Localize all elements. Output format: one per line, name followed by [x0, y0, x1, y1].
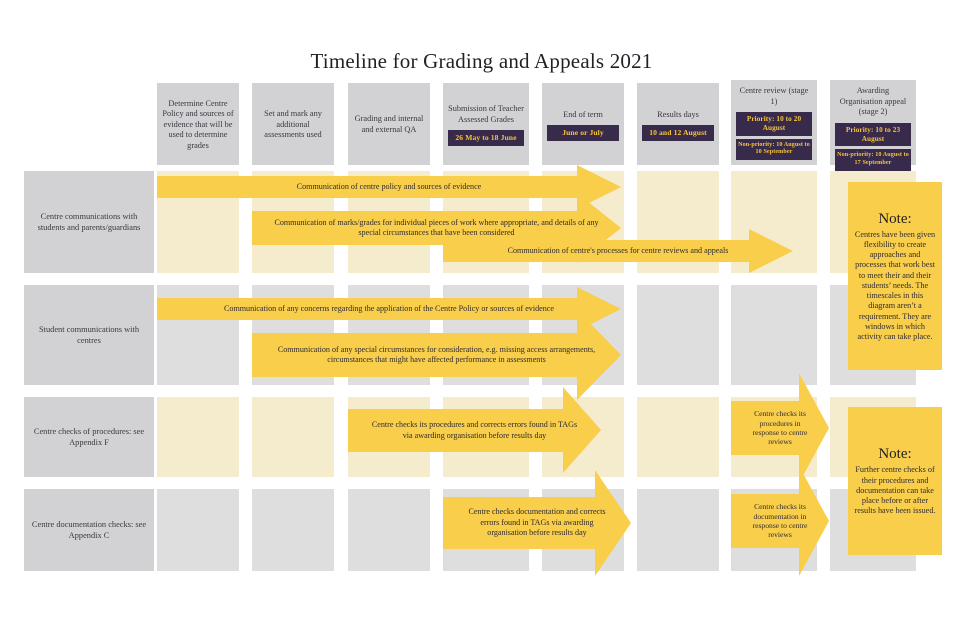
arrow-head	[749, 229, 793, 273]
cell-r3-c0	[157, 489, 239, 571]
column-header-label: Awarding Organisation appeal (stage 2)	[839, 86, 907, 117]
row-label-text: Centre checks of procedures: see Appendi…	[33, 427, 145, 447]
page-title: Timeline for Grading and Appeals 2021	[310, 49, 653, 73]
arrow-body	[157, 298, 577, 320]
cell-r2-c5	[637, 397, 719, 477]
arrow-head	[799, 466, 829, 576]
note-body: Centres have been given flexibility to c…	[854, 229, 936, 341]
arrow-label: Communication of centre's processes for …	[507, 245, 729, 255]
arrow-head	[563, 387, 601, 473]
arrow-centre-checks-documentation-review: Centre checks its documentation in respo…	[731, 466, 829, 576]
column-header-awarding-organisation-appeal: Awarding Organisation appeal (stage 2) Pr…	[830, 80, 916, 171]
arrow-body	[443, 497, 595, 549]
arrow-body	[731, 401, 799, 455]
note-further-checks: Note: Further centre checks of their proc…	[848, 407, 942, 555]
column-badge-results-days-0: 10 and 12 August	[642, 125, 714, 141]
arrow-head	[577, 310, 621, 400]
note-heading: Note:	[878, 446, 912, 463]
arrow-centre-checks-procedures-tags: Centre checks its procedures and correct…	[348, 387, 601, 473]
arrow-label: Centre checks its documentation in respo…	[752, 502, 808, 540]
column-header-submission-of-tags: Submission of Teacher Assessed Grades 26 …	[443, 83, 529, 165]
arrow-head	[799, 373, 829, 483]
column-badge-end-of-term-0: June or July	[547, 125, 619, 141]
arrow-label: Centre checks documentation and corrects…	[468, 507, 606, 538]
arrow-label: Centre checks its procedures in response…	[752, 409, 808, 447]
arrow-label: Communication of any special circumstanc…	[277, 344, 596, 364]
row-label-text: Centre communications with students and …	[37, 212, 141, 232]
row-label-centre-checks-procedures: Centre checks of procedures: see Appendi…	[24, 397, 154, 477]
cell-r3-c5	[637, 489, 719, 571]
arrow-head	[595, 470, 631, 576]
column-header-centre-review: Centre review (stage 1) Priority: 10 to 2…	[731, 80, 817, 165]
column-badge-awarding-organisation-appeal-1: Non-priority: 10 August to 17 September	[835, 149, 911, 171]
column-header-label: End of term	[563, 109, 603, 119]
cell-r2-c1	[252, 397, 334, 477]
arrow-body	[348, 409, 563, 452]
arrow-centre-checks-documentation-tags: Centre checks documentation and corrects…	[443, 470, 631, 576]
arrow-special-circumstances: Communication of any special circumstanc…	[252, 310, 621, 400]
arrow-label: Communication of centre policy and sourc…	[296, 181, 482, 191]
arrow-body	[252, 211, 577, 245]
arrow-body	[443, 240, 749, 262]
arrow-centre-checks-procedures-review: Centre checks its procedures in response…	[731, 373, 829, 483]
column-badge-centre-review-0: Priority: 10 to 20 August	[736, 112, 812, 136]
column-header-label: Results days	[657, 109, 699, 119]
row-label-text: Centre documentation checks: see Appendi…	[31, 520, 147, 540]
column-header-label: Submission of Teacher Assessed Grades	[448, 104, 524, 124]
column-header-additional-assessments: Set and mark any additional assessments …	[252, 83, 334, 165]
column-header-determine-centre-policy: Determine Centre Policy and sources of e…	[157, 83, 239, 165]
column-header-label: Grading and internal and external QA	[354, 114, 424, 134]
arrow-body	[157, 176, 577, 198]
column-badge-awarding-organisation-appeal-0: Priority: 10 to 23 August	[835, 122, 911, 147]
arrow-body	[731, 494, 799, 548]
arrow-label: Centre checks its procedures and correct…	[371, 420, 578, 440]
arrow-label: Communication of any concerns regarding …	[224, 303, 554, 313]
note-flexibility: Note: Centres have been given flexibility…	[848, 182, 942, 370]
row-label-centre-documentation-checks: Centre documentation checks: see Appendi…	[24, 489, 154, 571]
cell-r2-c0	[157, 397, 239, 477]
row-label-centre-communications: Centre communications with students and …	[24, 171, 154, 273]
column-header-results-days: Results days 10 and 12 August	[637, 83, 719, 165]
note-body: Further centre checks of their procedure…	[854, 465, 936, 516]
row-label-student-communications: Student communications with centres	[24, 285, 154, 385]
cell-r3-c2	[348, 489, 430, 571]
column-header-label: Set and mark any additional assessments …	[264, 109, 322, 140]
arrow-centre-policy-communication: Communication of centre policy and sourc…	[157, 165, 621, 209]
cell-r1-c6	[731, 285, 817, 385]
arrow-body	[252, 333, 577, 377]
column-badge-centre-review-1: Non-priority: 10 August to 10 September	[736, 138, 812, 160]
arrow-student-concerns: Communication of any concerns regarding …	[157, 287, 621, 331]
column-header-label: Centre review (stage 1)	[739, 86, 809, 106]
column-header-label: Determine Centre Policy and sources of e…	[162, 98, 234, 150]
cell-r3-c1	[252, 489, 334, 571]
note-heading: Note:	[878, 210, 912, 227]
row-label-text: Student communications with centres	[38, 325, 140, 345]
column-badge-submission-of-tags-0: 26 May to 18 June	[448, 130, 524, 146]
arrow-centre-review-process-communication: Communication of centre's processes for …	[443, 229, 793, 273]
cell-r1-c5	[637, 285, 719, 385]
column-header-grading-and-qa: Grading and internal and external QA	[348, 83, 430, 165]
arrow-label: Communication of marks/grades for indivi…	[274, 217, 599, 237]
arrow-marks-grades-communication: Communication of marks/grades for indivi…	[252, 193, 621, 263]
